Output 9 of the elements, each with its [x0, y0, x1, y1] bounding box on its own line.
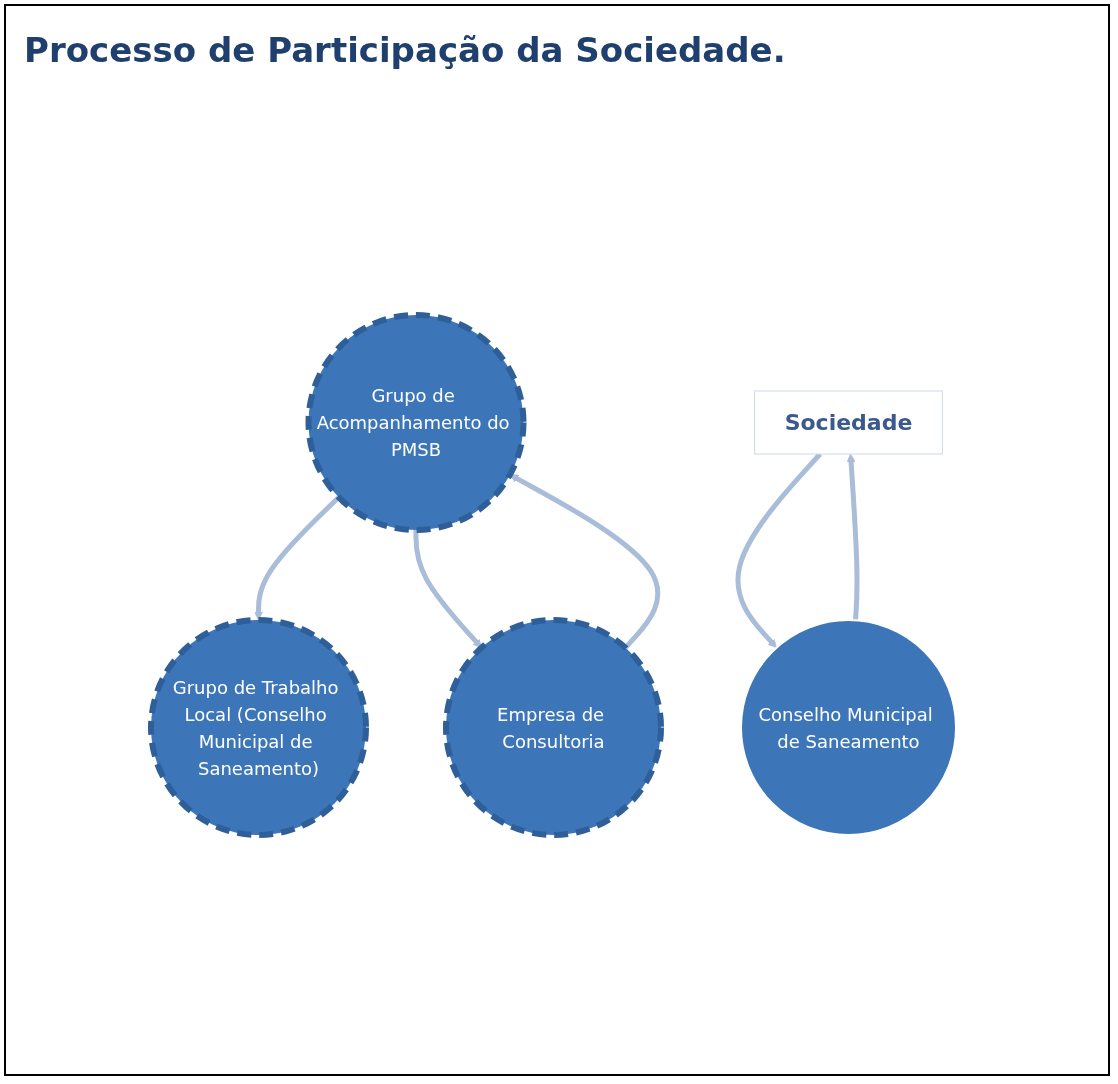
title: Processo de Participação da Sociedade. — [24, 30, 787, 70]
node-circle: Empresa de Consultoria — [442, 617, 664, 838]
arrow — [846, 453, 859, 621]
arrow — [413, 530, 482, 649]
node-circle: Conselho Municipal de Saneamento — [739, 619, 957, 836]
node-circle: Grupo de Acompanhamento do PMSB — [305, 312, 526, 533]
node-box: Sociedade — [753, 390, 943, 455]
node-circle: Grupo de Trabalho Local (Conselho Municipal de Saneamento) — [147, 617, 369, 838]
arrow — [509, 474, 660, 650]
